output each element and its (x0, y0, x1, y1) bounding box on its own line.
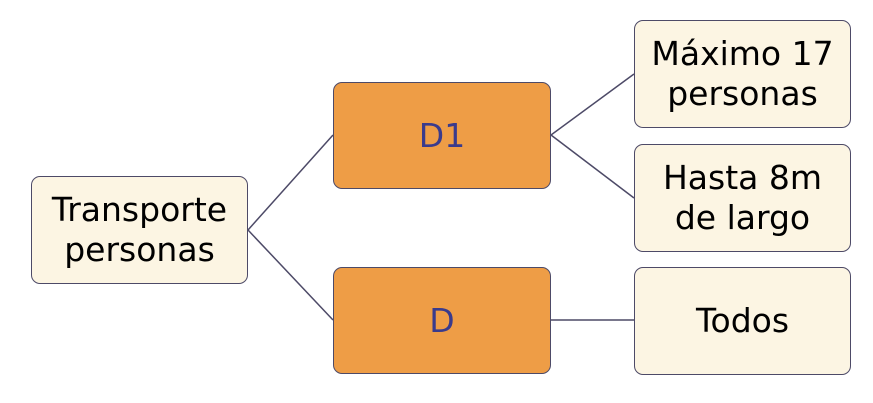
node-label: Transporte personas (51, 190, 228, 269)
node-label: D1 (418, 115, 466, 155)
edge-d1-max (550, 73, 635, 136)
node-label: Hasta 8m de largo (662, 158, 823, 237)
node-maximo-17-personas: Máximo 17 personas (634, 20, 851, 128)
node-transporte-personas: Transporte personas (31, 176, 248, 284)
node-todos: Todos (634, 267, 851, 375)
node-label: D (429, 300, 455, 340)
node-hasta-8m-de-largo: Hasta 8m de largo (634, 144, 851, 252)
edge-root-d1 (247, 134, 334, 231)
node-label: Máximo 17 personas (651, 34, 834, 113)
node-d: D (333, 267, 551, 374)
edge-root-d (247, 229, 334, 321)
node-label: Todos (695, 301, 790, 341)
edge-d1-len (550, 134, 635, 199)
node-d1: D1 (333, 82, 551, 189)
